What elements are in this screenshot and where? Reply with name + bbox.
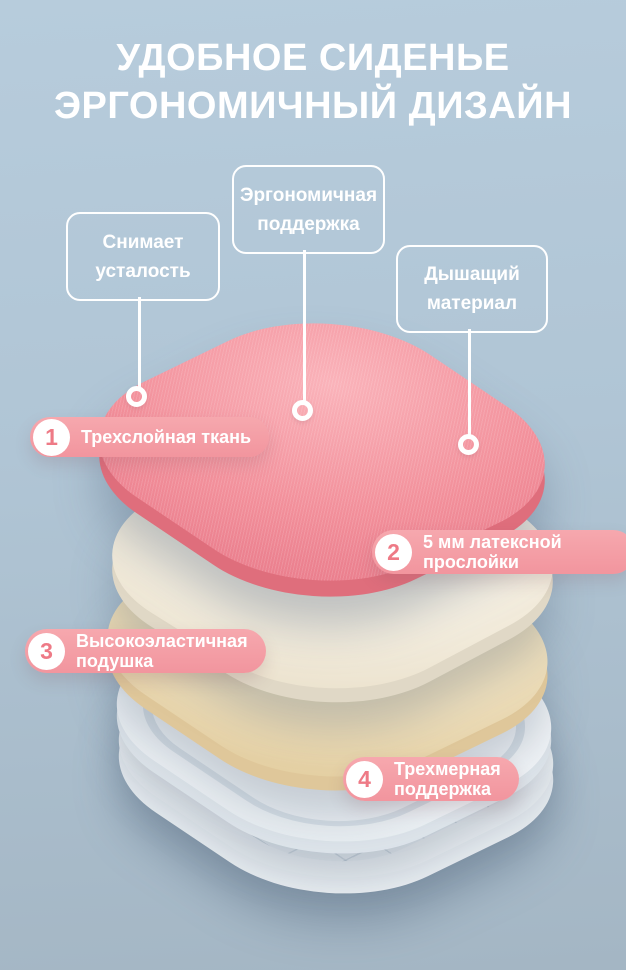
marker-ring-fatigue — [126, 386, 147, 407]
badge-label-latex-layer: 5 мм латексной прослойки — [423, 532, 562, 572]
callout-box-fatigue: Снимает усталость — [66, 212, 220, 301]
connector-line-ergonomic-support — [303, 250, 306, 401]
marker-ring-ergonomic-support — [292, 400, 313, 421]
badge-3d-support: 4 Трехмерная поддержка — [343, 757, 519, 801]
badge-label-3d-support: Трехмерная поддержка — [394, 759, 501, 799]
page-title: УДОБНОЕ СИДЕНЬЕ ЭРГОНОМИЧНЫЙ ДИЗАЙН — [0, 34, 626, 130]
badge-three-layer-fabric: 1 Трехслойная ткань — [30, 417, 270, 457]
badge-number-2: 2 — [375, 533, 412, 571]
badge-elastic-cushion: 3 Высокоэластичная подушка — [25, 629, 266, 673]
connector-line-breathable-material — [468, 329, 471, 435]
callout-box-breathable-material: Дышащий материал — [396, 245, 548, 333]
marker-ring-breathable-material — [458, 434, 479, 455]
badge-number-1: 1 — [33, 418, 70, 456]
page-title-line2: ЭРГОНОМИЧНЫЙ ДИЗАЙН — [53, 85, 573, 127]
badge-number-3: 3 — [28, 632, 65, 670]
connector-line-fatigue — [138, 297, 141, 387]
page-title-line1: УДОБНОЕ СИДЕНЬЕ — [116, 37, 510, 79]
callout-box-ergonomic-support: Эргономичная поддержка — [232, 165, 385, 254]
badge-latex-layer: 2 5 мм латексной прослойки — [372, 530, 626, 574]
badge-label-elastic-cushion: Высокоэластичная подушка — [76, 631, 248, 671]
badge-label-three-layer-fabric: Трехслойная ткань — [81, 427, 252, 447]
badge-number-4: 4 — [346, 760, 383, 798]
